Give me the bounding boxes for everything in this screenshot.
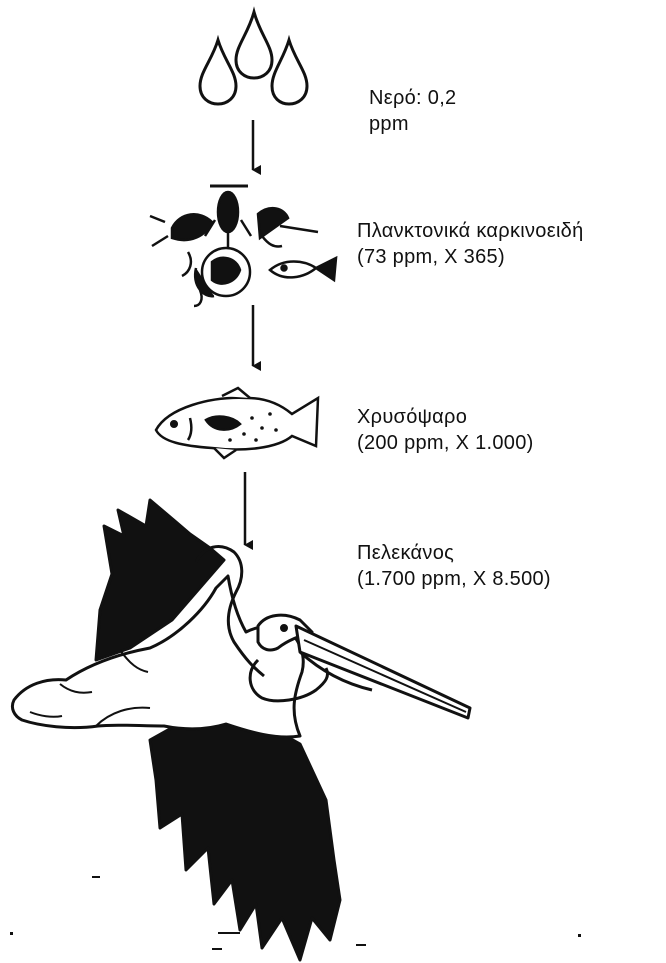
label-plankton-name: Πλανκτονικά καρκινοειδή: [357, 218, 584, 244]
plankton-crustaceans-icon: [150, 186, 336, 306]
label-pelican-name: Πελεκάνος: [357, 540, 551, 566]
label-pelican-detail: (1.700 ppm, X 8.500): [357, 566, 551, 592]
label-goldfish: Χρυσόψαρο (200 ppm, X 1.000): [357, 404, 534, 456]
label-pelican: Πελεκάνος (1.700 ppm, X 8.500): [357, 540, 551, 592]
label-goldfish-name: Χρυσόψαρο: [357, 404, 534, 430]
label-water-detail: ppm: [369, 111, 456, 137]
label-water-name: Νερό: 0,2: [369, 85, 456, 111]
label-plankton: Πλανκτονικά καρκινοειδή (73 ppm, X 365): [357, 218, 584, 270]
label-goldfish-detail: (200 ppm, X 1.000): [357, 430, 534, 456]
label-plankton-detail: (73 ppm, X 365): [357, 244, 584, 270]
arrows: [245, 120, 253, 545]
goldfish-icon: [156, 388, 318, 458]
water-drops-icon: [200, 12, 307, 104]
label-water: Νερό: 0,2 ppm: [369, 85, 456, 137]
